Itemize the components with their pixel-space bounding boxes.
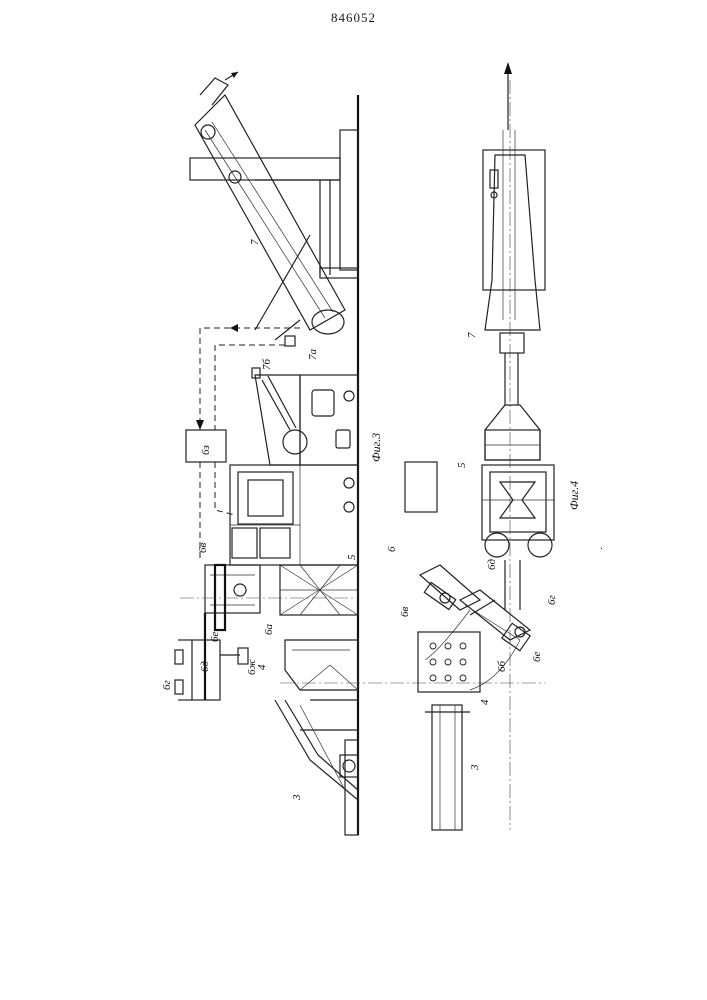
figure-4-caption: Фиг.4 — [567, 481, 581, 510]
label-5: 5 — [346, 554, 358, 560]
label-7: 7 — [249, 239, 261, 245]
figure-3-caption: Фиг.3 — [369, 433, 383, 462]
fig4-label-3: 3 — [469, 764, 481, 771]
fig4-label-7: 7 — [466, 332, 478, 338]
transition-section — [485, 405, 540, 460]
gripper-assembly-6-plan — [420, 565, 530, 690]
fig4-label-6: 6 — [386, 546, 398, 552]
label-6e: 6е — [209, 632, 221, 643]
label-7a: 7а — [307, 349, 319, 361]
label-6v: 6в — [197, 543, 209, 554]
fig4-label-6g: 6г — [546, 595, 558, 606]
fig4-label-4: 4 — [479, 699, 491, 705]
label-4: 4 — [256, 664, 268, 670]
base-plate-top — [340, 130, 358, 270]
label-6a: 6а — [263, 624, 275, 636]
svg-text:·: · — [600, 543, 603, 555]
machine-body-5-plan — [482, 465, 555, 610]
label-3: 3 — [291, 794, 303, 801]
feeder-3-plan — [425, 705, 470, 830]
label-6z: 6з — [200, 445, 212, 455]
upper-support — [190, 158, 340, 180]
fig4-label-6e: 6е — [531, 652, 543, 663]
figure-4: 7 5 6 6в 6д 6б 6е 6г 4 3 Фиг.4 — [386, 62, 581, 830]
auxiliary-block — [405, 462, 437, 512]
figure-3: 7 7а 7б 6з 6в 6е 6д 6г 6а 6ж 5 4 3 Фиг.3 — [161, 72, 545, 835]
fig4-label-6d: 6д — [486, 559, 498, 571]
label-6g: 6г — [161, 680, 173, 691]
fig4-label-5: 5 — [456, 462, 468, 468]
inclined-conveyor-7 — [195, 72, 345, 346]
conveyor-7-plan — [483, 130, 545, 405]
label-7b: 7б — [261, 359, 273, 371]
chute-4-plan — [418, 632, 480, 692]
fig4-label-6b: 6б — [496, 661, 508, 673]
fig4-label-6v: 6в — [399, 607, 411, 618]
machine-body-5 — [230, 368, 358, 565]
label-6d: 6д — [199, 661, 211, 673]
truss-frame — [280, 565, 358, 615]
